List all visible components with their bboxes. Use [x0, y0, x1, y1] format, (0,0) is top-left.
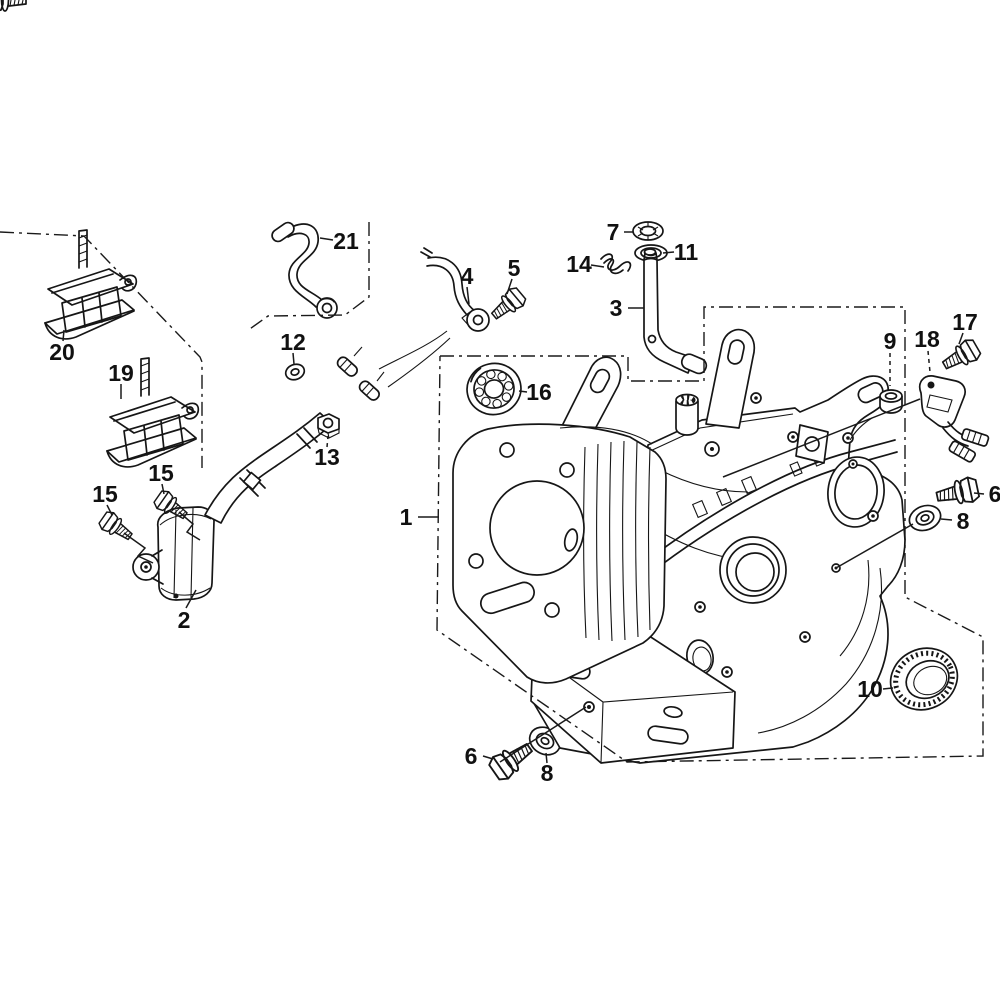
part-drawing-ball-bearing-16 — [466, 362, 522, 416]
label-13: 13 — [314, 444, 340, 470]
leader-18-to-block — [722, 398, 921, 478]
part-drawing-engine-mount — [44, 229, 138, 340]
label-4: 4 — [461, 263, 474, 289]
label-16: 16 — [526, 379, 552, 405]
label-15-right-leader-0 — [161, 483, 165, 495]
leader-6bottom-to-hole — [499, 706, 587, 763]
label-10: 10 — [857, 676, 883, 702]
part-drawing-cap-7 — [632, 221, 664, 241]
part-drawing-oil-seal-10 — [889, 647, 959, 711]
label-6-bottom: 6 — [465, 743, 478, 769]
part-drawing-washer-12 — [284, 363, 306, 381]
label-8-bottom: 8 — [541, 760, 554, 786]
label-12: 12 — [280, 329, 306, 355]
label-8-bottom-leader-0 — [545, 752, 548, 764]
main-part1-box — [436, 306, 984, 763]
label-10-leader-0 — [882, 687, 894, 690]
label-6-right: 6 — [989, 481, 1000, 507]
part-drawing-clip-14 — [600, 253, 632, 275]
label-15-left: 15 — [92, 481, 118, 507]
label-4-leader-0 — [466, 286, 470, 305]
top-left-divider — [0, 231, 203, 468]
leader-8right-to-block — [835, 523, 914, 569]
label-11-leader-0 — [662, 251, 675, 254]
label-14: 14 — [566, 251, 592, 277]
label-5: 5 — [508, 255, 521, 281]
label-8-right-leader-0 — [940, 518, 953, 521]
part-drawing-wire-terminals — [336, 330, 451, 401]
label-16-leader-0 — [518, 390, 528, 393]
part-drawing-bolt-15-left — [96, 508, 137, 546]
label-20: 20 — [49, 339, 75, 365]
label-3: 3 — [610, 295, 623, 321]
leader-15right-zigzag — [178, 511, 201, 541]
part-drawing-oil-tube — [420, 247, 490, 332]
part21-box — [246, 222, 370, 332]
label-17-leader-0 — [958, 332, 964, 345]
label-2-leader-0 — [185, 589, 197, 609]
part-drawing-oil-switch-assembly — [132, 412, 333, 601]
label-6-right-leader-0 — [973, 492, 985, 495]
part-drawing-bolt-17 — [938, 336, 984, 377]
bolt-boss-details — [694, 392, 879, 678]
label-17: 17 — [952, 309, 978, 335]
part-drawing-bolt-6-right — [933, 474, 981, 510]
leader-15left-zigzag — [123, 532, 154, 564]
label-8-right: 8 — [957, 508, 970, 534]
label-7: 7 — [607, 219, 620, 245]
label-2: 2 — [178, 607, 191, 633]
label-14-leader-0 — [590, 264, 605, 268]
part-drawing-plug-9 — [879, 389, 903, 414]
label-19: 19 — [108, 360, 134, 386]
part-drawing-breather-tube — [271, 221, 338, 319]
label-5-leader-0 — [506, 278, 513, 295]
part-drawing-oil-pipe-3 — [643, 248, 708, 375]
part-drawing-hanger-arms — [555, 328, 884, 447]
label-18: 18 — [914, 326, 940, 352]
label-15-left-leader-0 — [106, 504, 113, 516]
label-11: 11 — [674, 239, 699, 265]
part-drawing-washer-8-right — [908, 504, 942, 532]
part-drawing-cylinder-and-gasket — [452, 423, 667, 684]
part-drawing-sensor-18 — [918, 375, 990, 463]
label-15-right: 15 — [148, 460, 174, 486]
label-21-leader-0 — [319, 237, 334, 241]
part-drawing-nut-13 — [317, 413, 340, 439]
label-13-leader-0 — [326, 435, 329, 448]
label-21: 21 — [333, 228, 359, 254]
label-1: 1 — [400, 504, 413, 530]
label-12-leader-0 — [292, 352, 295, 365]
label-6-bottom-leader-0 — [482, 755, 494, 760]
label-20-leader-0 — [62, 329, 65, 342]
label-9: 9 — [884, 328, 897, 354]
label-18-leader-0 — [927, 350, 931, 373]
